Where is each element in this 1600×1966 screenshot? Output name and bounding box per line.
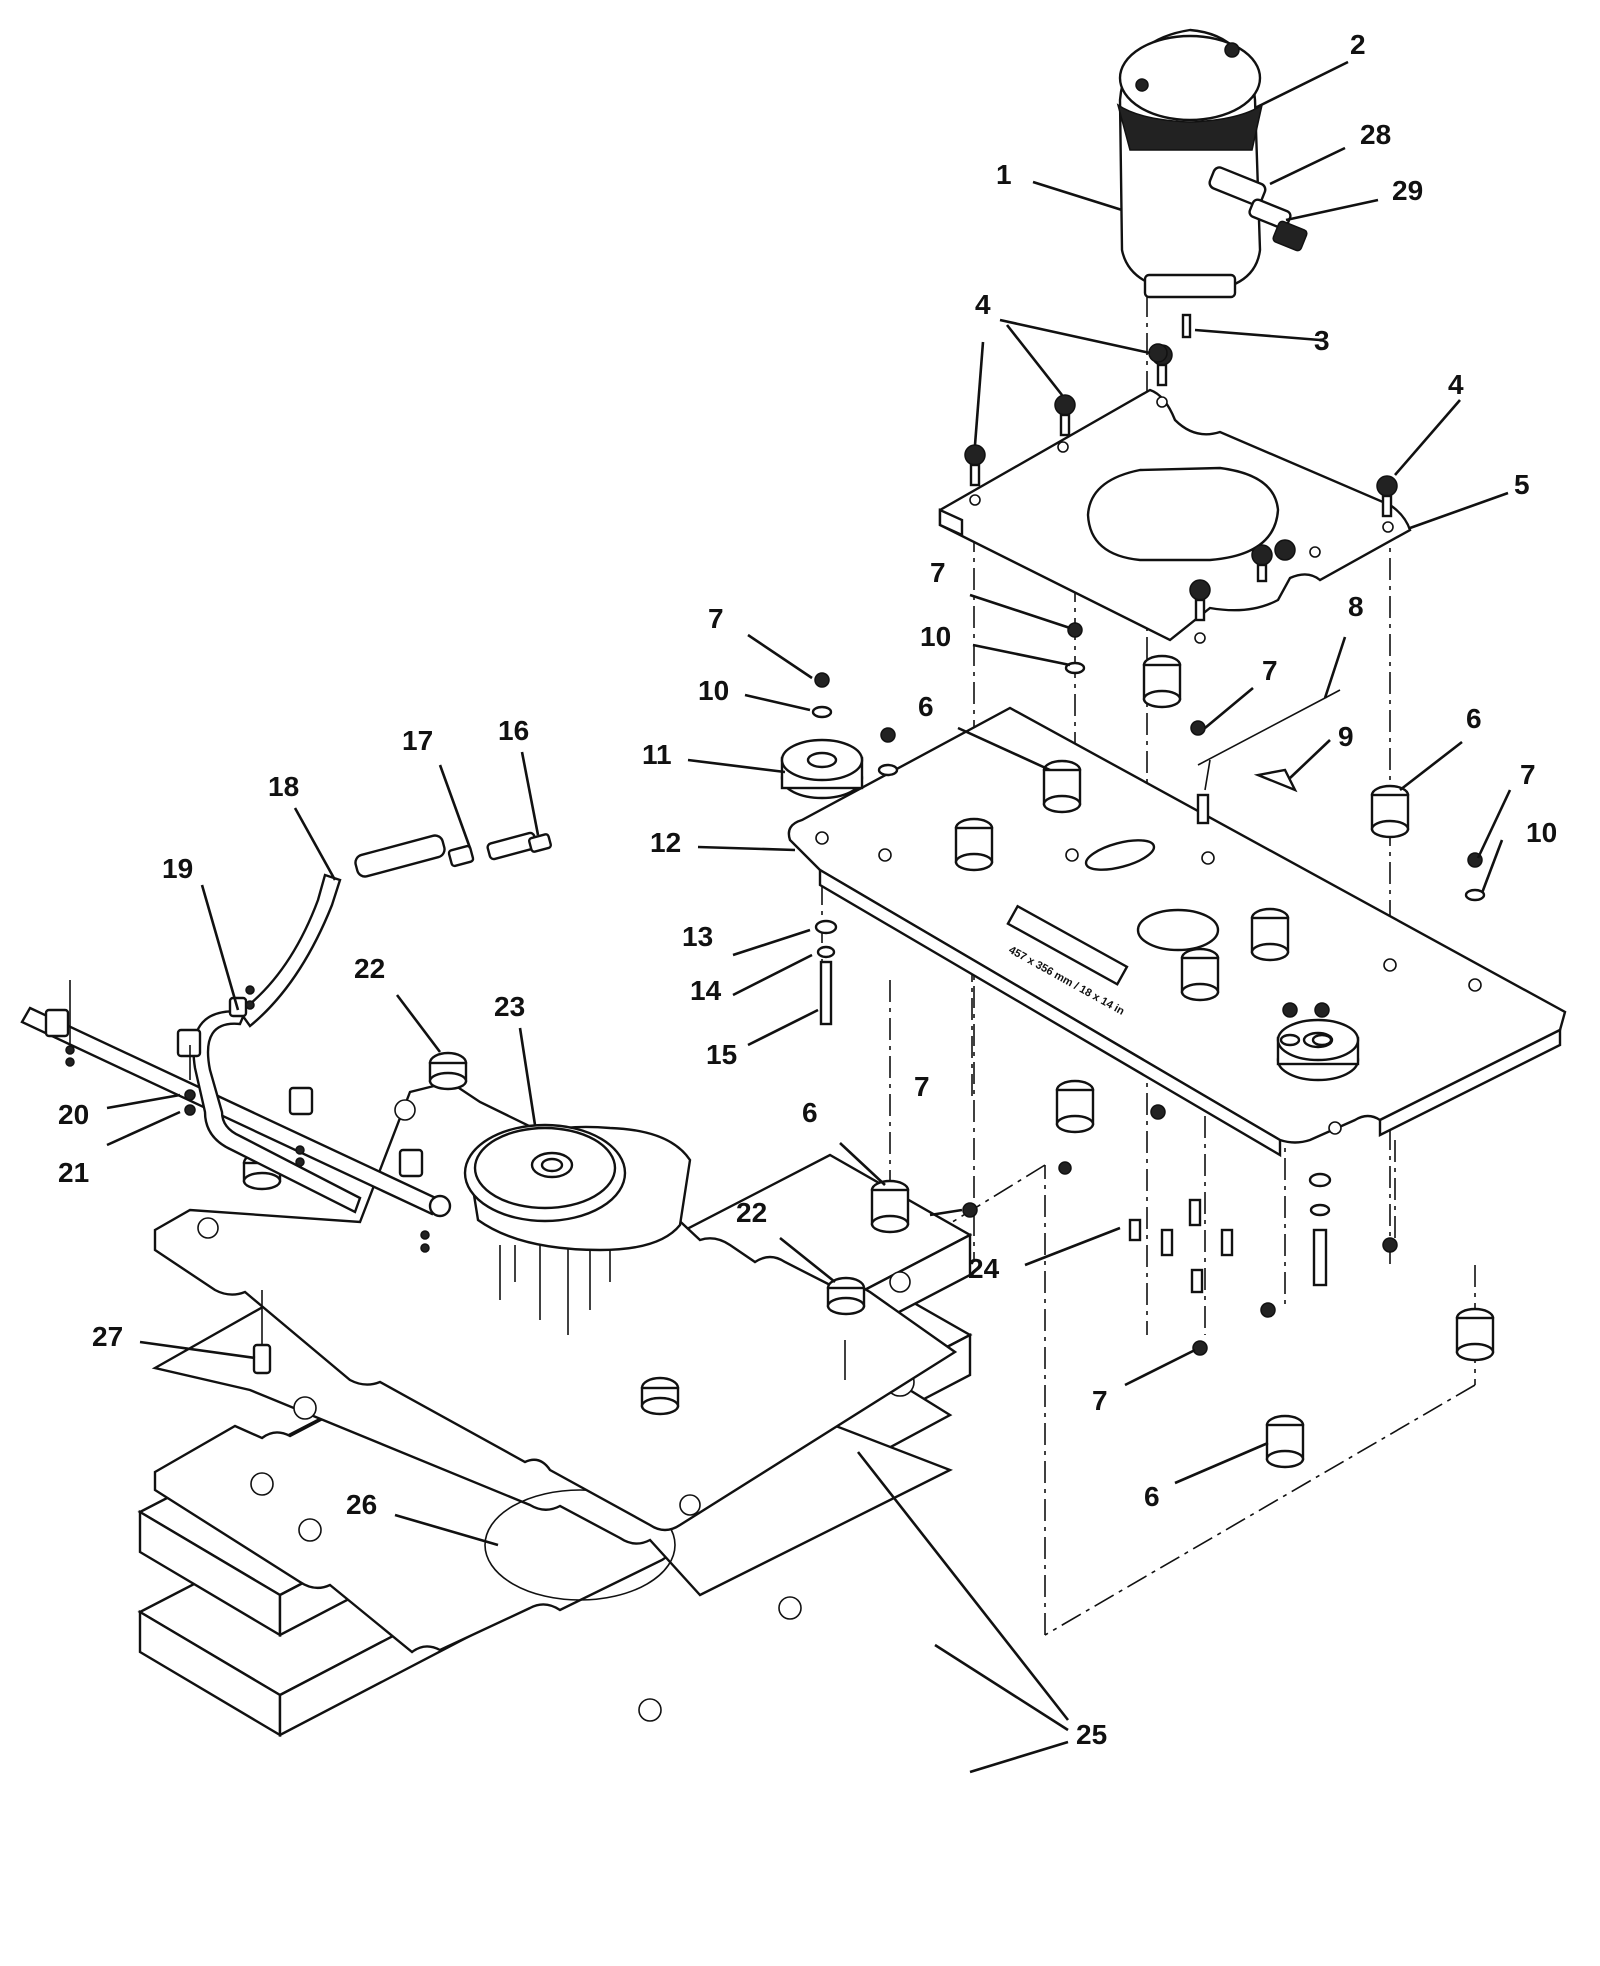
callout-7e: 7 — [914, 1071, 930, 1102]
callout-17: 17 — [402, 725, 433, 756]
callout-26: 26 — [346, 1489, 377, 1520]
callout-16: 16 — [498, 715, 529, 746]
callout-7f: 7 — [1092, 1385, 1108, 1416]
callout-24: 24 — [968, 1253, 1000, 1284]
callout-22b: 22 — [736, 1197, 767, 1228]
left-base-plate — [153, 1080, 958, 1532]
hardware-main — [811, 622, 1486, 1356]
callout-6b: 6 — [1466, 703, 1482, 734]
callout-27: 27 — [92, 1321, 123, 1352]
callout-20: 20 — [58, 1099, 89, 1130]
callout-7a: 7 — [930, 557, 946, 588]
leader-lines — [106, 60, 1512, 1774]
callout-21: 21 — [58, 1157, 89, 1188]
callout-8: 8 — [1348, 591, 1364, 622]
callout-12: 12 — [650, 827, 681, 858]
callout-5: 5 — [1514, 469, 1530, 500]
callout-6a: 6 — [918, 691, 934, 722]
motor — [1116, 28, 1308, 363]
callout-11: 11 — [642, 739, 672, 770]
callout-2: 2 — [1350, 29, 1366, 60]
callout-10a: 10 — [920, 621, 951, 652]
callout-18: 18 — [268, 771, 299, 802]
callout-1: 1 — [996, 159, 1012, 190]
callout-10b: 10 — [698, 675, 729, 706]
callout-7d: 7 — [1520, 759, 1536, 790]
callout-14: 14 — [690, 975, 722, 1006]
callout-25: 25 — [1076, 1719, 1107, 1750]
callout-7b: 7 — [1262, 655, 1278, 686]
hardware-left — [65, 980, 430, 1253]
main-base-plate: 457 x 356 mm / 18 x 14 in — [787, 706, 1567, 1158]
plate-bolts — [252, 1245, 846, 1380]
callout-15: 15 — [706, 1039, 737, 1070]
callout-22a: 22 — [354, 953, 385, 984]
tube-assembly — [20, 831, 552, 1218]
callout-23: 23 — [494, 991, 525, 1022]
spacers-main — [870, 654, 1495, 1469]
callout-6c: 6 — [802, 1097, 818, 1128]
callout-19: 19 — [162, 853, 193, 884]
callout-10c: 10 — [1526, 817, 1557, 848]
motor-mount-plate — [938, 344, 1412, 644]
callout-4a: 4 — [975, 289, 991, 320]
callout-numbers: 1 2 28 29 3 4 4 5 7 10 8 7 9 6 6 7 10 7 … — [58, 29, 1557, 1750]
callout-13: 13 — [682, 921, 713, 952]
callout-9: 9 — [1338, 721, 1354, 752]
callout-3: 3 — [1314, 325, 1330, 356]
callout-29: 29 — [1392, 175, 1423, 206]
pulleys — [780, 738, 1360, 1082]
callout-7c: 7 — [708, 603, 724, 634]
callout-4b: 4 — [1448, 369, 1464, 400]
callout-6d: 6 — [1144, 1481, 1160, 1512]
clutch-assembly — [463, 1123, 692, 1252]
callout-28: 28 — [1360, 119, 1391, 150]
